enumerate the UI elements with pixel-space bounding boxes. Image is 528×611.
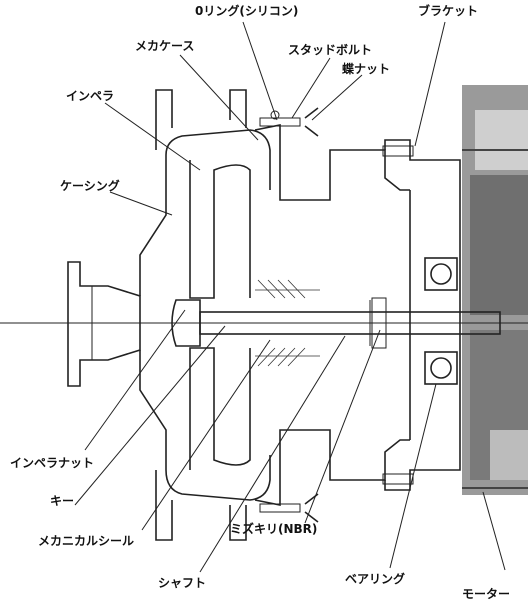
- label-o-ring: 0リング(シリコン): [195, 4, 299, 18]
- label-stud-bolt: スタッドボルト: [288, 43, 373, 57]
- label-impeller: インペラ: [66, 89, 115, 103]
- mech-case: [254, 124, 410, 506]
- label-casing: ケーシング: [60, 179, 120, 193]
- motor-photo: [462, 85, 528, 495]
- label-mech-case: メカケース: [135, 39, 195, 53]
- bracket: [382, 139, 461, 491]
- label-bracket: ブラケット: [418, 4, 479, 18]
- label-mizukiri: ミズキリ(NBR): [230, 522, 318, 536]
- label-impeller-nut: インペラナット: [10, 456, 95, 470]
- shaft: [199, 297, 501, 349]
- impeller: [171, 160, 251, 470]
- label-motor: モーター: [462, 587, 511, 601]
- casing: [139, 89, 271, 541]
- label-wing-nut: 蝶ナット: [342, 62, 391, 76]
- suction-flange: [67, 261, 141, 387]
- label-key: キー: [50, 494, 75, 508]
- leader-lines: [74, 21, 506, 573]
- label-mech-seal: メカニカルシール: [38, 534, 135, 548]
- label-shaft: シャフト: [158, 576, 207, 590]
- label-bearing: ベアリング: [345, 572, 406, 586]
- bearings: [424, 257, 458, 385]
